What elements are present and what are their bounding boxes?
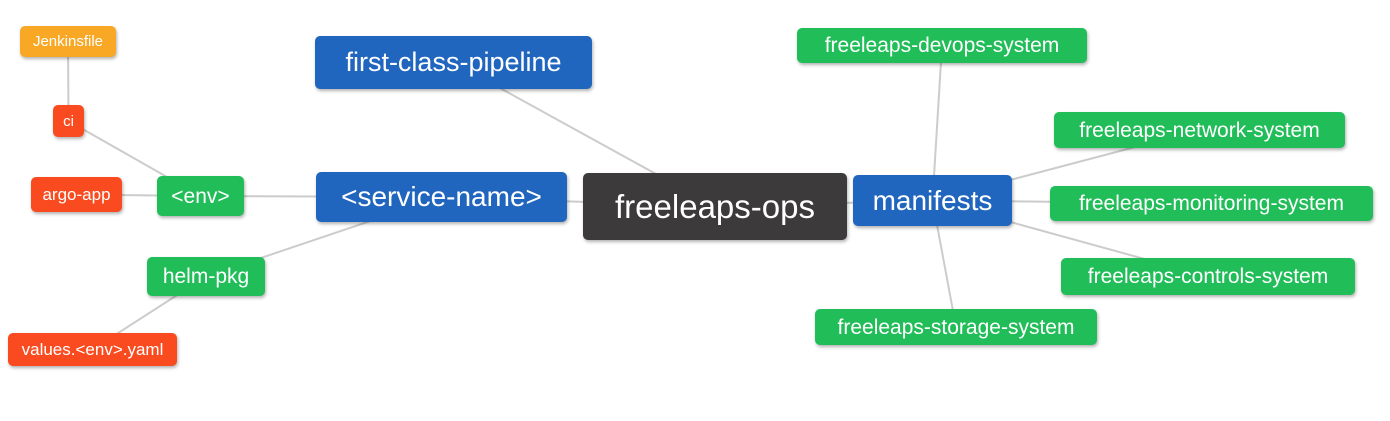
node-ci[interactable]: ci [53, 105, 84, 137]
node-first-class-pipeline[interactable]: first-class-pipeline [315, 36, 592, 89]
node-devops-system[interactable]: freeleaps-devops-system [797, 28, 1087, 63]
node-controls-system[interactable]: freeleaps-controls-system [1061, 258, 1355, 295]
node-values-env-yaml[interactable]: values.<env>.yaml [8, 333, 177, 366]
node-jenkinsfile[interactable]: Jenkinsfile [20, 26, 116, 57]
edge-manifests-devops-system [931, 45, 943, 201]
node-freeleaps-ops[interactable]: freeleaps-ops [583, 173, 847, 240]
node-network-system[interactable]: freeleaps-network-system [1054, 112, 1345, 148]
node-manifests[interactable]: manifests [853, 175, 1012, 226]
node-monitoring-system[interactable]: freeleaps-monitoring-system [1050, 186, 1373, 221]
node-storage-system[interactable]: freeleaps-storage-system [815, 309, 1097, 345]
node-service-name[interactable]: <service-name> [316, 172, 567, 222]
node-env[interactable]: <env> [157, 176, 244, 216]
node-argo-app[interactable]: argo-app [31, 177, 122, 212]
node-helm-pkg[interactable]: helm-pkg [147, 257, 265, 296]
